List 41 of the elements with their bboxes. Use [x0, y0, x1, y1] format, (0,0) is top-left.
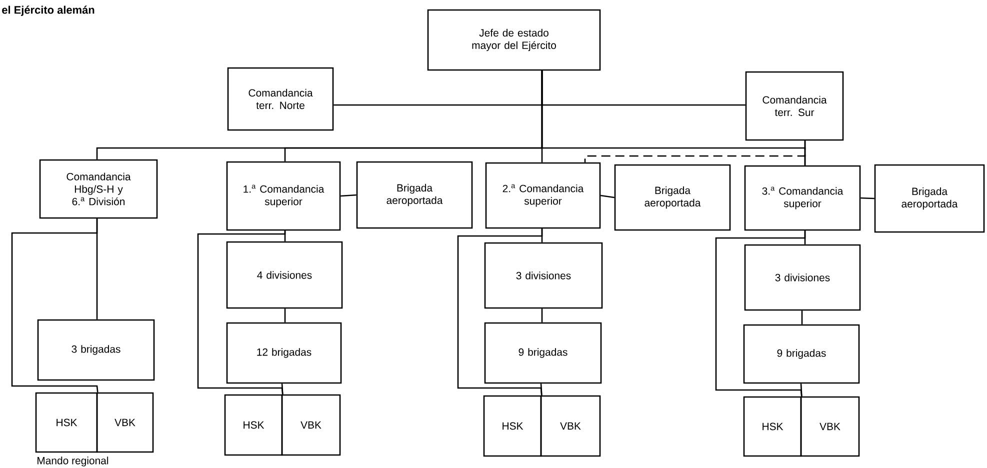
org-box: 4 divisiones: [226, 241, 343, 309]
org-box: HSK: [35, 392, 98, 453]
org-box: Brigada aeroportada: [874, 164, 985, 233]
caption-text: Mando regional: [38, 456, 108, 466]
connector-line: [860, 197, 874, 200]
org-box: Brigada aeroportada: [356, 161, 473, 229]
org-box: HSK: [224, 394, 283, 456]
org-box: Comandancia Hbg/S-H y 6.$^{a}$ División: [39, 159, 158, 219]
org-box: 12 brigadas: [226, 322, 342, 384]
connector-line: [281, 384, 284, 394]
org-box: Comandancia terr. Sur: [745, 71, 844, 141]
org-box: Jefe de estado mayor del Ejército: [427, 9, 601, 71]
org-box: 2.$^{a}$ Comandancia superior: [485, 162, 601, 229]
connector-line: [284, 308, 286, 322]
connector-line: [715, 230, 806, 396]
connector-line: [340, 194, 356, 197]
org-box: 3 divisiones: [744, 244, 861, 311]
org-box: HSK: [483, 395, 542, 457]
connector-line: [800, 384, 802, 396]
org-box: 9 brigadas: [484, 322, 602, 384]
org-box: VBK: [540, 395, 601, 457]
org-box: Comandancia terr. Norte: [227, 67, 334, 131]
connector-line: [541, 308, 543, 322]
connector-line: [11, 218, 98, 392]
connector-line: [540, 384, 542, 396]
org-box: VBK: [96, 392, 154, 453]
diagram-title: el Ejército alemán: [2, 6, 94, 16]
org-box: 9 brigadas: [743, 324, 860, 384]
org-box: VBK: [281, 394, 341, 456]
connector-line: [801, 310, 803, 324]
connector-line: [457, 228, 543, 396]
org-box: 3 brigadas: [37, 319, 155, 381]
org-box: 1.$^{a}$ Comandancia superior: [226, 161, 341, 231]
org-box: Brigada aeroportada: [614, 164, 731, 231]
connector-line: [600, 194, 614, 198]
connector-line: [584, 140, 806, 162]
org-box: 3.$^{a}$ Comandancia superior: [744, 165, 861, 231]
org-box: VBK: [800, 396, 860, 457]
connector-line: [197, 230, 286, 394]
org-box: 3 divisiones: [484, 242, 603, 309]
org-box: HSK: [743, 396, 802, 457]
